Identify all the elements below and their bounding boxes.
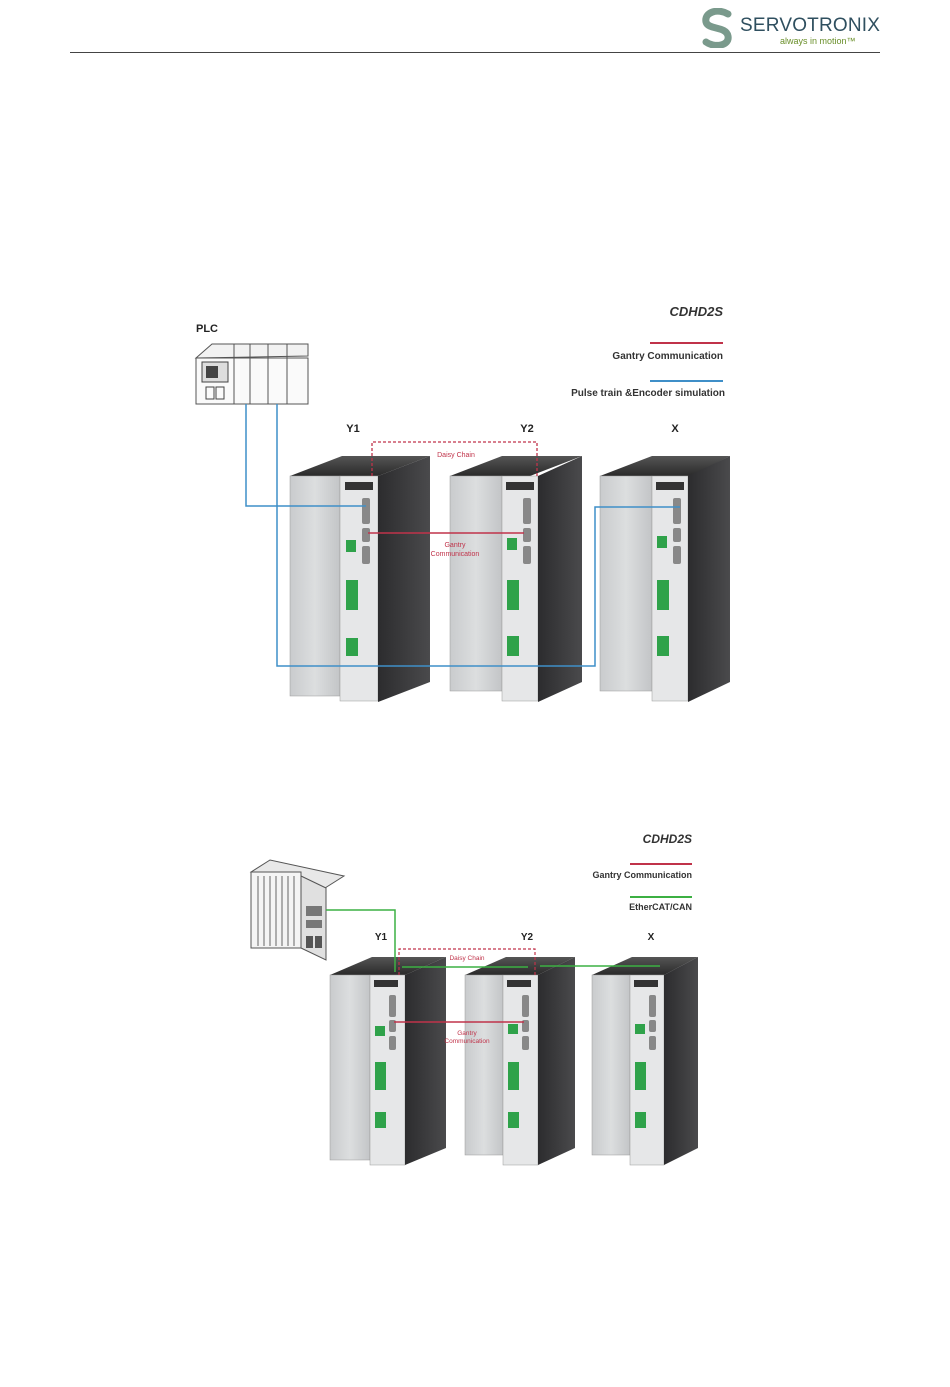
diagram-1: CDHD2S Gantry Communication Pulse train … [196, 304, 730, 702]
drive-y2 [465, 957, 575, 1165]
daisy-chain-label: Daisy Chain [449, 955, 484, 962]
gantry-comm-label-line1: Gantry [457, 1030, 477, 1037]
drive-x [600, 456, 730, 702]
legend-gantry-label: Gantry Communication [592, 870, 692, 880]
drive-x [592, 957, 698, 1165]
drive-y1 [290, 456, 430, 702]
product-name: CDHD2S [670, 304, 724, 319]
gantry-comm-label-line2: Communication [444, 1038, 490, 1045]
drive-y2 [450, 456, 582, 702]
axis-label-y1: Y1 [375, 932, 388, 943]
axis-label-x: X [671, 423, 679, 435]
plc-device [196, 344, 308, 404]
axis-label-y2: Y2 [520, 423, 533, 435]
product-name: CDHD2S [643, 832, 692, 846]
legend-gantry-label: Gantry Communication [612, 351, 723, 362]
axis-label-y2: Y2 [521, 932, 534, 943]
legend-pulse-label: Pulse train &Encoder simulation [571, 388, 725, 399]
gantry-comm-label-line1: Gantry [444, 542, 466, 549]
daisy-chain-label: Daisy Chain [437, 452, 475, 459]
diagram-2: CDHD2S Gantry Communication EtherCAT/CAN… [251, 832, 698, 1165]
plc-label: PLC [196, 323, 218, 335]
axis-label-y1: Y1 [346, 423, 359, 435]
gantry-comm-label-line2: Communication [431, 551, 480, 558]
axis-label-x: X [648, 932, 655, 943]
drive-y1 [330, 957, 446, 1165]
legend-ethercat-label: EtherCAT/CAN [629, 902, 692, 912]
